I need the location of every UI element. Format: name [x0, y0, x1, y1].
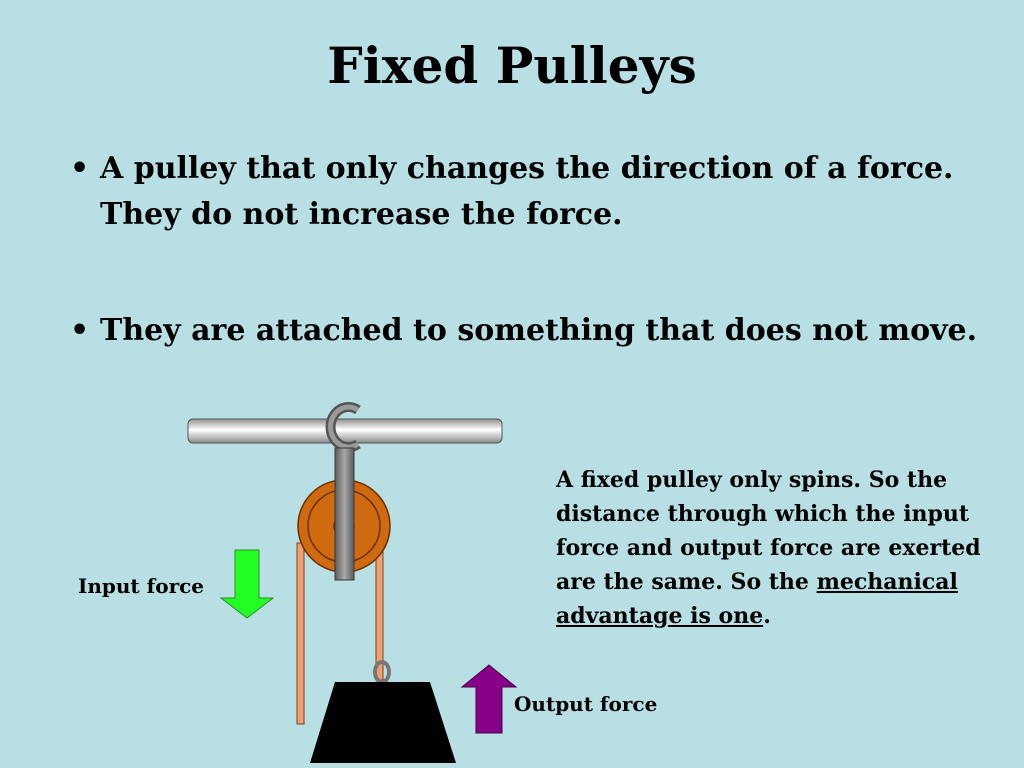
input-force-arrow-icon	[219, 549, 275, 619]
rope-right	[375, 542, 384, 681]
output-force-label: Output force	[514, 692, 658, 716]
bullet-text: They are attached to something that does…	[100, 313, 978, 348]
bullet-icon: •	[70, 313, 90, 348]
explanation-caption: A fixed pulley only spins. So the distan…	[556, 463, 1016, 633]
caption-end: .	[763, 603, 771, 629]
input-force-label: Input force	[78, 574, 205, 598]
bullet-icon: •	[70, 151, 90, 186]
hook-shaft	[334, 447, 355, 581]
weight-block	[310, 682, 456, 763]
bullet-item: • A pulley that only changes the directi…	[70, 146, 980, 238]
slide-title: Fixed Pulleys	[327, 36, 697, 95]
output-force-arrow-icon	[460, 664, 518, 734]
caption-text: A fixed pulley only spins. So the distan…	[556, 467, 981, 595]
bullet-item: • They are attached to something that do…	[70, 308, 980, 354]
caption-underlined-text: mechanical advantage is one	[556, 569, 958, 629]
rope-left	[296, 542, 305, 725]
bullet-text: A pulley that only changes the direction…	[100, 151, 954, 232]
support-bar	[187, 418, 503, 444]
